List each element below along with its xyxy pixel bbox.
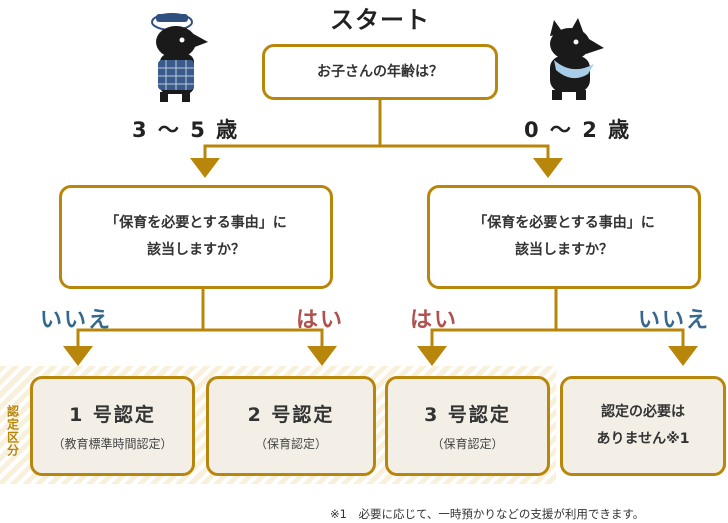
footnote: ※1 必要に応じて、一時預かりなどの支援が利用できます。 (330, 507, 645, 521)
result-subtitle: （保育認定） (431, 437, 504, 451)
arrow-to-result-3 (417, 346, 447, 366)
connector-left-split (76, 328, 324, 348)
result-title: 1 号認定 (69, 404, 156, 426)
result-box-3: 3 号認定 （保育認定） (385, 376, 550, 476)
answer-no-right: いいえ (638, 308, 711, 333)
result-title: 3 号認定 (424, 404, 511, 426)
reason-question-line2: 該当しますか？ (515, 242, 613, 258)
age-question-box: お子さんの年齢は？ (262, 44, 498, 100)
age-label-3-5: 3 〜 5 歳 (132, 118, 240, 142)
connector-right-split (430, 328, 685, 348)
connector-age-split (203, 144, 550, 160)
answer-yes-left: はい (296, 308, 345, 333)
result-title-line1: 認定の必要は (601, 404, 685, 421)
reason-question-box-right: 「保育を必要とする事由」に 該当しますか？ (427, 185, 701, 289)
result-subtitle: （教育標準時間認定） (52, 437, 173, 451)
mascot-right-icon (550, 18, 604, 100)
arrow-to-result-2 (307, 346, 337, 366)
arrow-to-result-1 (63, 346, 93, 366)
category-label: 認定区分 (5, 405, 20, 457)
age-label-0-2: 0 〜 2 歳 (524, 118, 632, 142)
answer-no-left: いいえ (40, 308, 113, 333)
result-box-1: 1 号認定 （教育標準時間認定） (30, 376, 195, 476)
arrow-to-left-question (190, 158, 220, 178)
start-label: スタート (330, 6, 430, 34)
arrow-to-result-4 (668, 346, 698, 366)
arrow-to-right-question (533, 158, 563, 178)
reason-question-line2: 該当しますか？ (147, 242, 245, 258)
result-subtitle: （保育認定） (254, 437, 327, 451)
reason-question-line1: 「保育を必要とする事由」に (105, 215, 287, 232)
result-box-4: 認定の必要は ありません※1 (560, 376, 726, 476)
age-question-text: お子さんの年齢は？ (317, 63, 443, 80)
reason-question-line1: 「保育を必要とする事由」に (473, 215, 655, 232)
answer-yes-right: はい (410, 308, 459, 333)
mascot-left-icon (151, 13, 208, 102)
result-title-line2: ありません※1 (596, 431, 690, 447)
result-box-2: 2 号認定 （保育認定） (206, 376, 376, 476)
reason-question-box-left: 「保育を必要とする事由」に 該当しますか？ (59, 185, 333, 289)
result-title: 2 号認定 (247, 404, 335, 426)
